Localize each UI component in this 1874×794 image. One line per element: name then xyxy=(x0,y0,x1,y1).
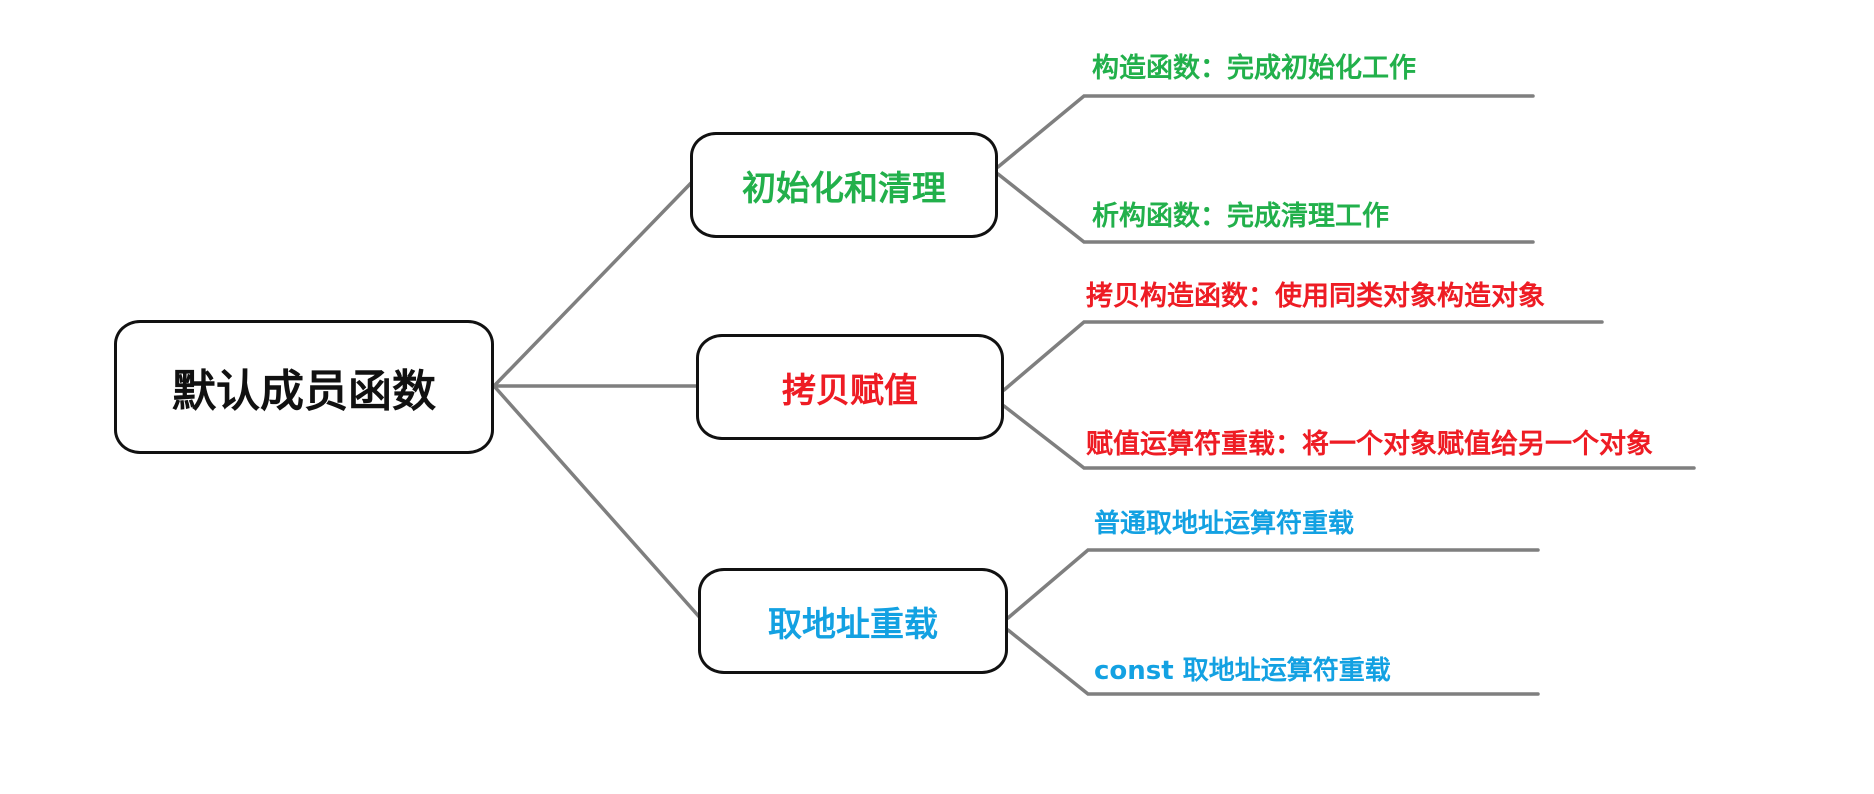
leaf-label: 析构函数：完成清理工作 xyxy=(1092,201,1389,232)
branch-node-address-overload: 取地址重载 xyxy=(698,568,1008,674)
connector-branch-1-leaf-2 xyxy=(996,172,1535,244)
branch-label: 拷贝赋值 xyxy=(782,370,918,411)
leaf-label: 构造函数：完成初始化工作 xyxy=(1092,53,1416,84)
branch-label: 初始化和清理 xyxy=(742,168,946,209)
branch-node-init-cleanup: 初始化和清理 xyxy=(690,132,998,238)
connector-root-branch-3 xyxy=(492,384,704,622)
connector-branch-2-leaf-2 xyxy=(1002,404,1696,470)
root-node: 默认成员函数 xyxy=(114,320,494,454)
leaf-label: 赋值运算符重载：将一个对象赋值给另一个对象 xyxy=(1086,429,1653,460)
connector-branch-2-leaf-1 xyxy=(1002,320,1604,392)
leaf-label: 普通取地址运算符重载 xyxy=(1094,509,1355,539)
connector-branch-3-leaf-1 xyxy=(1006,548,1540,620)
leaf-label: const 取地址运算符重载 xyxy=(1094,656,1391,686)
connector-branch-3-leaf-2 xyxy=(1006,628,1540,696)
connector-root-branch-1 xyxy=(492,180,694,388)
branch-node-copy-assign: 拷贝赋值 xyxy=(696,334,1004,440)
connector-branch-1-leaf-1 xyxy=(996,94,1535,169)
root-label: 默认成员函数 xyxy=(172,366,436,417)
branch-label: 取地址重载 xyxy=(768,604,938,645)
leaf-label: 拷贝构造函数：使用同类对象构造对象 xyxy=(1086,281,1545,312)
